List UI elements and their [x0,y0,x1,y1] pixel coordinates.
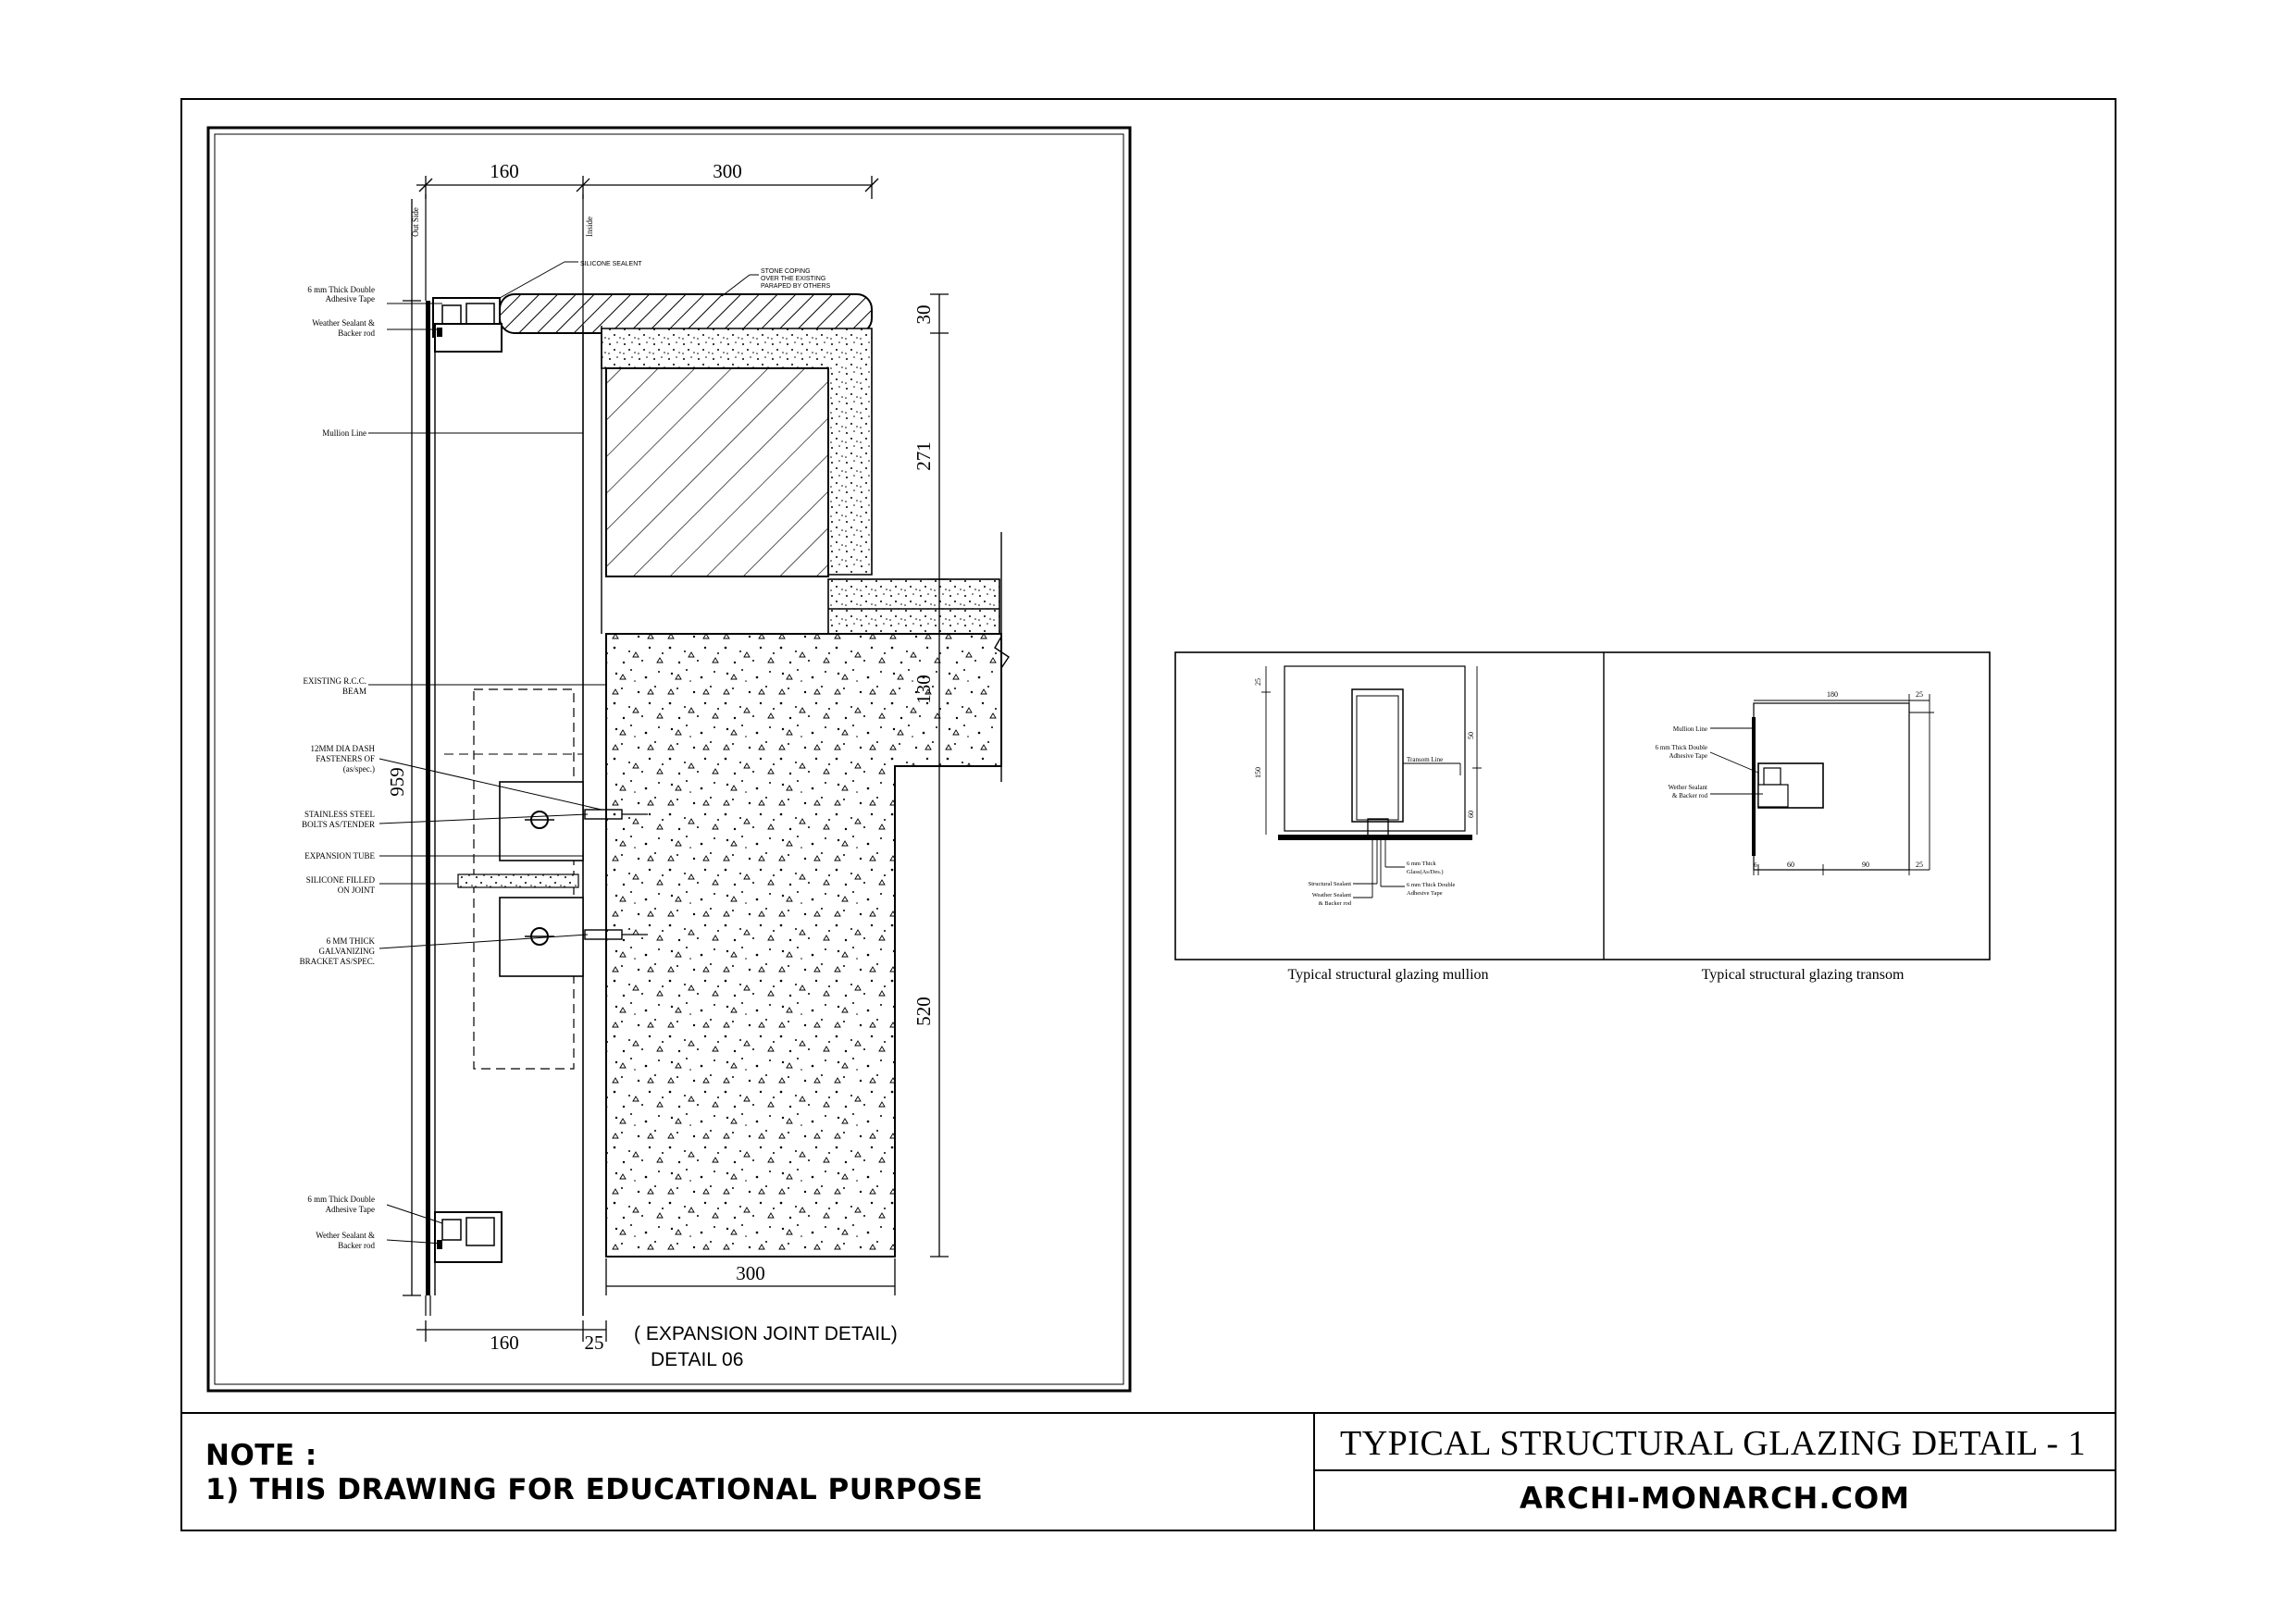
transom-weather-label-2: & Backer rod [1672,792,1708,799]
transom-dim-180: 180 [1827,690,1838,699]
tape-top-label-1: 6 mm Thick Double [307,285,375,294]
dim-959: 959 [386,767,408,797]
dim-130: 130 [912,675,935,704]
transom-line-label: Transom Line [1407,756,1443,763]
bracket-label-3: BRACKET AS/SPEC. [300,957,375,966]
sealant-top-label-2: Backer rod [338,328,375,338]
sealant-bottom-label-2: Backer rod [338,1241,375,1250]
dim-top-300: 300 [713,160,742,182]
out-side-label: Out Side [411,207,420,237]
mullion-dim-25: 25 [1254,678,1262,686]
website-label: ARCHI-MONARCH.COM [1519,1481,1911,1516]
expansion-tube-label: EXPANSION TUBE [304,851,375,861]
sealant-bottom-label-1: Wether Sealant & [316,1231,375,1240]
rcc-label-2: BEAM [342,687,366,696]
fasteners-label-3: (as/spec.) [343,764,375,774]
stone-coping-label-2: OVER THE EXISTING [761,276,825,282]
transom-caption: Typical structural glazing transom [1702,967,1905,983]
stone-coping-label-1: STONE COPING [761,268,811,275]
tape-bottom-label-2: Adhesive Tape [326,1205,375,1214]
note-line: 1) THIS DRAWING FOR EDUCATIONAL PURPOSE [205,1473,984,1506]
transom-weather-label-1: Wether Sealant [1669,784,1707,791]
bracket-label-2: GALVANIZING [319,947,376,956]
transom-dim-60: 60 [1787,861,1794,869]
sheet-title: TYPICAL STRUCTURAL GLAZING DETAIL - 1 [1340,1424,2086,1463]
stone-coping-label-3: PARAPED BY OTHERS [761,283,831,290]
sealant-top-label-1: Weather Sealant & [312,318,375,328]
mullion-line-label: Mullion Line [322,428,366,438]
structural-sealant-label: Structural Sealant [1309,881,1352,887]
rcc-label-1: EXISTING R.C.C. [303,676,366,686]
weather-sealant-label-2: & Backer rod [1319,900,1352,907]
mullion-tape-label-1: 6 mm Thick Double [1407,882,1456,888]
dim-bottom-160: 160 [490,1332,519,1354]
detail-caption-1: ( EXPANSION JOINT DETAIL) [634,1323,898,1344]
mullion-caption: Typical structural glazing mullion [1287,967,1488,983]
silicone-sealent-label: SILICONE SEALENT [580,261,642,267]
mullion-dim-150: 150 [1254,767,1262,778]
transom-dim-25b: 25 [1916,861,1923,869]
dim-bottom-25: 25 [585,1332,604,1354]
transom-tape-label-2: Adhesive Tape [1669,752,1707,760]
transom-tape-label-1: 6 mm Thick Double [1656,744,1707,751]
inside-label: Inside [585,217,594,237]
mullion-dim-50: 50 [1467,732,1475,739]
tape-top-label-2: Adhesive Tape [326,294,375,304]
dim-520: 520 [912,997,935,1026]
detail-06-labels: 6 mm Thick Double Adhesive Tape Weather … [300,285,376,1250]
weather-sealant-label-1: Weather Sealant [1312,892,1351,898]
bolts-label-1: STAINLESS STEEL [304,810,375,819]
dim-top-160: 160 [490,160,519,182]
glass-label-1: 6 mm Thick [1407,861,1436,867]
silicone-filled-label-2: ON JOINT [338,886,376,895]
transom-dim-6: 6 [1754,861,1757,869]
tape-bottom-label-1: 6 mm Thick Double [307,1195,375,1204]
transom-dim-90: 90 [1862,861,1869,869]
detail-caption-2: DETAIL 06 [651,1349,743,1370]
bracket-label-1: 6 MM THICK [327,936,376,946]
dim-30: 30 [912,305,935,325]
mullion-tape-label-2: Adhesive Tape [1407,890,1443,897]
fasteners-label-2: FASTENERS OF [316,754,375,763]
glass-label-2: Glass(As/Des.) [1407,869,1444,875]
dim-bottom-300: 300 [736,1262,765,1284]
transom-dim-25a: 25 [1916,690,1923,699]
fasteners-label-1: 12MM DIA DASH [310,744,375,753]
dim-271: 271 [912,441,935,471]
bolts-label-2: BOLTS AS/TENDER [302,820,375,829]
note-heading: NOTE : [205,1439,317,1472]
mullion-dim-60: 60 [1467,811,1475,818]
transom-mullion-line-label: Mullion Line [1673,725,1707,733]
silicone-filled-label-1: SILICONE FILLED [306,875,376,885]
